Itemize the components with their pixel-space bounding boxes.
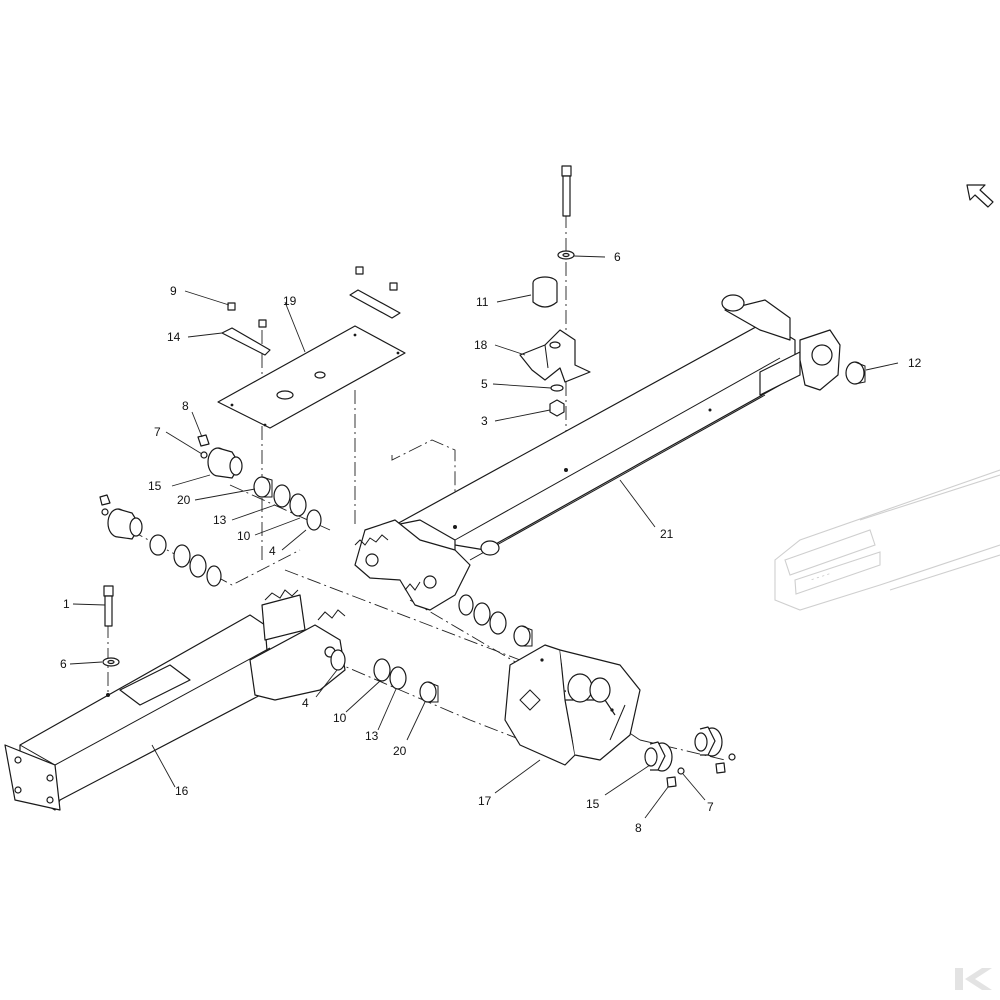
callout-labels: 9 14 19 8 7 15 20 13 10 4 1 6 16 6 11 18… [60,250,922,835]
pin-hub-right [694,726,723,757]
callout-15: 15 [586,797,600,811]
callout-20: 20 [393,744,407,758]
callout-9: 9 [170,284,177,298]
callout-5: 5 [481,377,488,391]
callout-10: 10 [237,529,251,543]
brand-logo-icon [955,968,992,990]
bracket-18 [519,329,591,383]
leader-lines [69,255,899,819]
washer-6-top [557,250,575,260]
bolt-7-upper [200,451,208,459]
callout-20: 20 [177,493,191,507]
strip-14 [221,289,401,356]
callout-7: 7 [154,425,161,439]
bolt-8-upper [197,434,210,447]
rings-center-row [458,594,533,647]
bushing-12 [845,361,866,385]
buffer-11 [532,276,558,308]
bolt-8-lower [666,776,677,788]
ring-10-upper [306,509,322,531]
callout-11: 11 [476,295,489,309]
bolts-left-lower [99,494,111,516]
callout-15: 15 [148,479,162,493]
bushing-20-upper [253,476,273,498]
washer-6-lower [102,657,120,667]
callout-6: 6 [60,657,67,671]
callout-7: 7 [707,800,714,814]
callout-19: 19 [283,294,297,308]
callout-4: 4 [302,696,309,710]
pivot-bracket-17 [504,644,641,766]
callout-6: 6 [614,250,621,264]
callout-18: 18 [474,338,488,352]
arrow-icon [966,184,994,208]
pin-hub-left-lower [107,508,143,540]
background-tractor-ghost: - - - - [774,469,1000,611]
ring-13-upper [273,484,307,517]
callout-14: 14 [167,330,181,344]
callout-1: 1 [63,597,70,611]
ring-10-lower [373,658,391,682]
bushing-20-lower [419,681,439,703]
callout-12: 12 [908,356,922,370]
callout-21: 21 [660,527,674,541]
washer-5 [550,384,564,392]
bolt-1 [103,585,114,627]
callout-8: 8 [182,399,189,413]
boom-arm-16 [4,589,346,811]
bolt-top [561,165,572,217]
callout-17: 17 [478,794,492,808]
nut-3 [549,399,565,417]
bolt-7-lower [677,753,736,775]
svg-text:- - - -: - - - - [810,568,832,584]
pin-hub-15-upper [207,447,243,479]
ring-4-lower [330,649,346,671]
callout-4: 4 [269,544,276,558]
callout-16: 16 [175,784,189,798]
callout-3: 3 [481,414,488,428]
callout-13: 13 [213,513,227,527]
callout-8: 8 [635,821,642,835]
callout-13: 13 [365,729,379,743]
boom-arm-21 [354,294,841,611]
screw-9 [227,266,398,328]
cover-plate-19 [217,325,406,429]
rings-left-lower-row [149,534,222,587]
pin-hub-15-lower [644,741,673,772]
callout-10: 10 [333,711,347,725]
ring-13-lower [389,666,407,690]
